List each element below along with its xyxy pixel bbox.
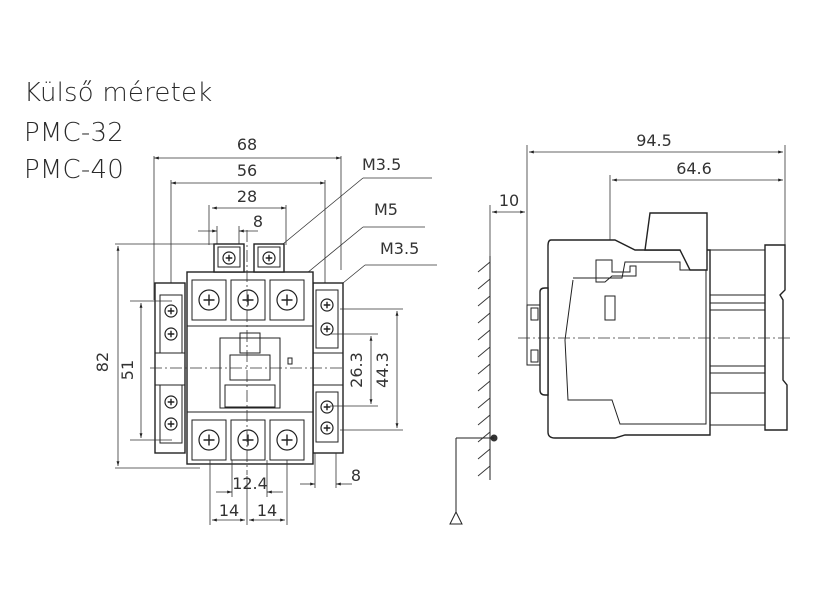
side-view: 94.5 64.6 10 bbox=[449, 131, 790, 525]
dim-width-overall: 68 bbox=[153, 135, 342, 300]
heading-external-dimensions: Külső méretek bbox=[24, 78, 213, 108]
dim-bottom-terminal-width: 12.4 bbox=[216, 460, 283, 497]
screw-icon bbox=[320, 322, 334, 336]
dim-label-14-left: 14 bbox=[219, 501, 239, 520]
dim-width-aux-span: 28 bbox=[208, 187, 287, 245]
dim-label-44-3: 44.3 bbox=[373, 352, 392, 388]
dim-label-28: 28 bbox=[237, 187, 257, 206]
dim-label-82: 82 bbox=[93, 352, 112, 372]
screw-icon bbox=[164, 417, 178, 431]
dim-label-56: 56 bbox=[237, 161, 257, 180]
dim-width-aux-pitch: 8 bbox=[198, 212, 263, 245]
terminal-screws bbox=[164, 251, 334, 451]
screw-icon bbox=[164, 327, 178, 341]
dim-height-side-inner: 26.3 bbox=[330, 333, 378, 407]
dim-label-8-top: 8 bbox=[253, 212, 263, 231]
screw-icon bbox=[198, 289, 220, 311]
dim-height-overall: 82 bbox=[93, 243, 215, 469]
screw-icon bbox=[320, 400, 334, 414]
screw-icon bbox=[276, 429, 298, 451]
dim-bottom-pitch: 14 14 bbox=[209, 460, 288, 525]
wall-hatch-line bbox=[477, 295, 491, 307]
dim-label-8-bottom: 8 bbox=[351, 466, 361, 485]
screw-icon bbox=[164, 395, 178, 409]
callout-label-m35-top: M3.5 bbox=[362, 155, 401, 174]
wall-hatch-line bbox=[477, 465, 491, 477]
wall-hatch-line bbox=[477, 397, 491, 409]
screw-icon bbox=[237, 289, 259, 311]
dim-label-94-5: 94.5 bbox=[636, 131, 672, 150]
wall-hatch-line bbox=[477, 278, 491, 290]
dim-label-64-6: 64.6 bbox=[676, 159, 712, 178]
wall-hatch-line bbox=[477, 363, 491, 375]
callout-m35-top: M3.5 bbox=[282, 155, 432, 245]
dim-label-68: 68 bbox=[237, 135, 257, 154]
screw-icon bbox=[262, 251, 276, 265]
wall-hatch-line bbox=[477, 380, 491, 392]
callout-label-m5: M5 bbox=[374, 200, 398, 219]
dim-depth-overall: 94.5 bbox=[526, 131, 786, 310]
dim-label-12-4: 12.4 bbox=[232, 474, 268, 493]
dim-bottom-side-block: 8 bbox=[300, 453, 361, 488]
callout-label-m35-side: M3.5 bbox=[380, 239, 419, 258]
dim-height-mounting: 51 bbox=[118, 300, 172, 441]
screw-icon bbox=[320, 298, 334, 312]
dim-label-51: 51 bbox=[118, 360, 137, 380]
wall-hatch-line bbox=[477, 261, 491, 273]
dim-label-14-right: 14 bbox=[257, 501, 277, 520]
wall-hatch-line bbox=[477, 312, 491, 324]
screw-icon bbox=[320, 421, 334, 435]
wall-hatch-line bbox=[477, 414, 491, 426]
screw-icon bbox=[276, 289, 298, 311]
wall-hatch-line bbox=[477, 329, 491, 341]
dim-label-10: 10 bbox=[499, 191, 519, 210]
wall-hatch-line bbox=[477, 431, 491, 443]
front-view: 68 56 28 8 M3.5 bbox=[93, 135, 437, 525]
screw-icon bbox=[164, 304, 178, 318]
model-label-pmc-40: PMC-40 bbox=[24, 155, 124, 185]
screw-icon bbox=[237, 429, 259, 451]
contactor-side-body bbox=[526, 212, 788, 439]
callout-m35-side: M3.5 bbox=[342, 239, 437, 284]
mounting-wall bbox=[449, 256, 498, 525]
callout-m5: M5 bbox=[306, 200, 425, 274]
dim-height-side-outer: 44.3 bbox=[340, 308, 403, 431]
dim-width-mounting: 56 bbox=[170, 161, 326, 290]
model-label-pmc-32: PMC-32 bbox=[24, 118, 124, 148]
wall-hatch-line bbox=[477, 346, 491, 358]
dim-clearance: 10 bbox=[489, 191, 525, 256]
wall-hatch-line bbox=[477, 448, 491, 460]
ground-symbol-icon bbox=[449, 510, 463, 525]
screw-icon bbox=[198, 429, 220, 451]
dim-label-26-3: 26.3 bbox=[347, 352, 366, 388]
screw-icon bbox=[222, 251, 236, 265]
